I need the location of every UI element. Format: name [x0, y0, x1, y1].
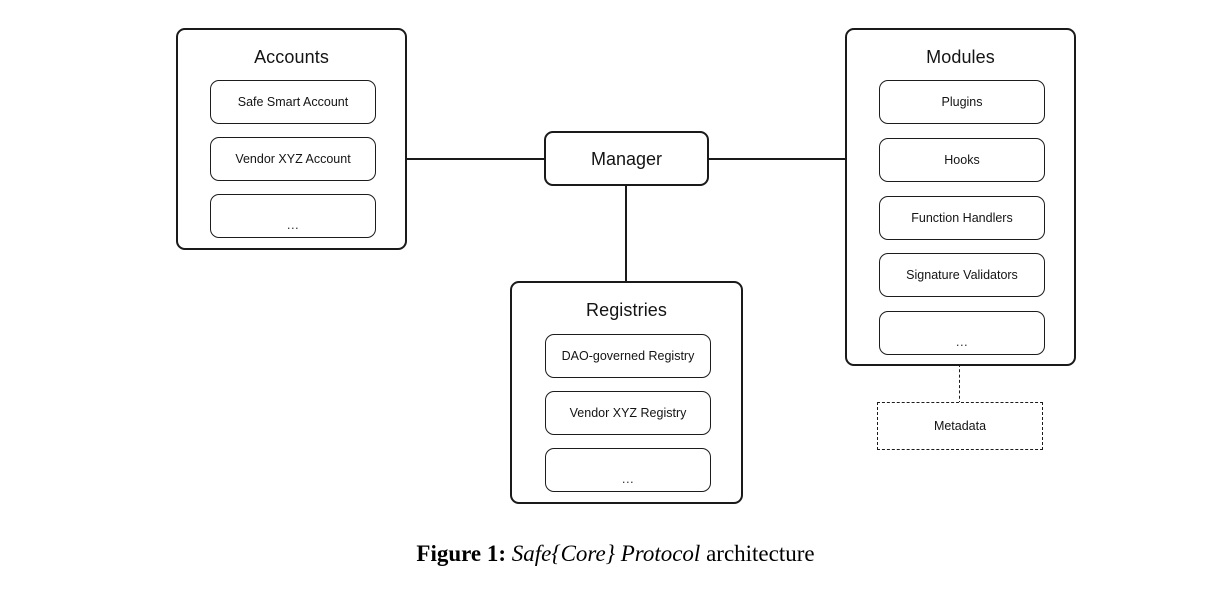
figure-caption: Figure 1: Safe{Core} Protocol architectu… [0, 538, 1231, 570]
item-modules-more[interactable]: ... [879, 311, 1045, 355]
connector-manager-modules [707, 158, 847, 160]
node-metadata[interactable]: Metadata [877, 402, 1043, 450]
connector-modules-metadata [959, 364, 960, 404]
item-dao-governed-registry[interactable]: DAO-governed Registry [545, 334, 711, 378]
item-function-handlers[interactable]: Function Handlers [879, 196, 1045, 240]
item-hooks[interactable]: Hooks [879, 138, 1045, 182]
item-signature-validators[interactable]: Signature Validators [879, 253, 1045, 297]
item-accounts-more[interactable]: ... [210, 194, 376, 238]
group-modules: Modules Plugins Hooks Function Handlers … [845, 28, 1076, 366]
group-accounts-title: Accounts [254, 47, 329, 67]
item-vendor-xyz-registry[interactable]: Vendor XYZ Registry [545, 391, 711, 435]
figure-caption-label: Figure 1: [416, 541, 507, 566]
group-accounts: Accounts Safe Smart Account Vendor XYZ A… [176, 28, 407, 250]
figure-caption-emphasis: Safe{Core} Protocol [511, 541, 701, 566]
item-registries-more[interactable]: ... [545, 448, 711, 492]
node-manager[interactable]: Manager [544, 131, 709, 186]
group-modules-title: Modules [926, 47, 995, 67]
item-vendor-xyz-account[interactable]: Vendor XYZ Account [210, 137, 376, 181]
figure-caption-rest: architecture [706, 541, 815, 566]
group-registries: Registries DAO-governed Registry Vendor … [510, 281, 743, 504]
connector-accounts-manager [405, 158, 546, 160]
connector-manager-registries [625, 184, 627, 283]
group-registries-title: Registries [585, 300, 668, 320]
item-safe-smart-account[interactable]: Safe Smart Account [210, 80, 376, 124]
item-plugins[interactable]: Plugins [879, 80, 1045, 124]
